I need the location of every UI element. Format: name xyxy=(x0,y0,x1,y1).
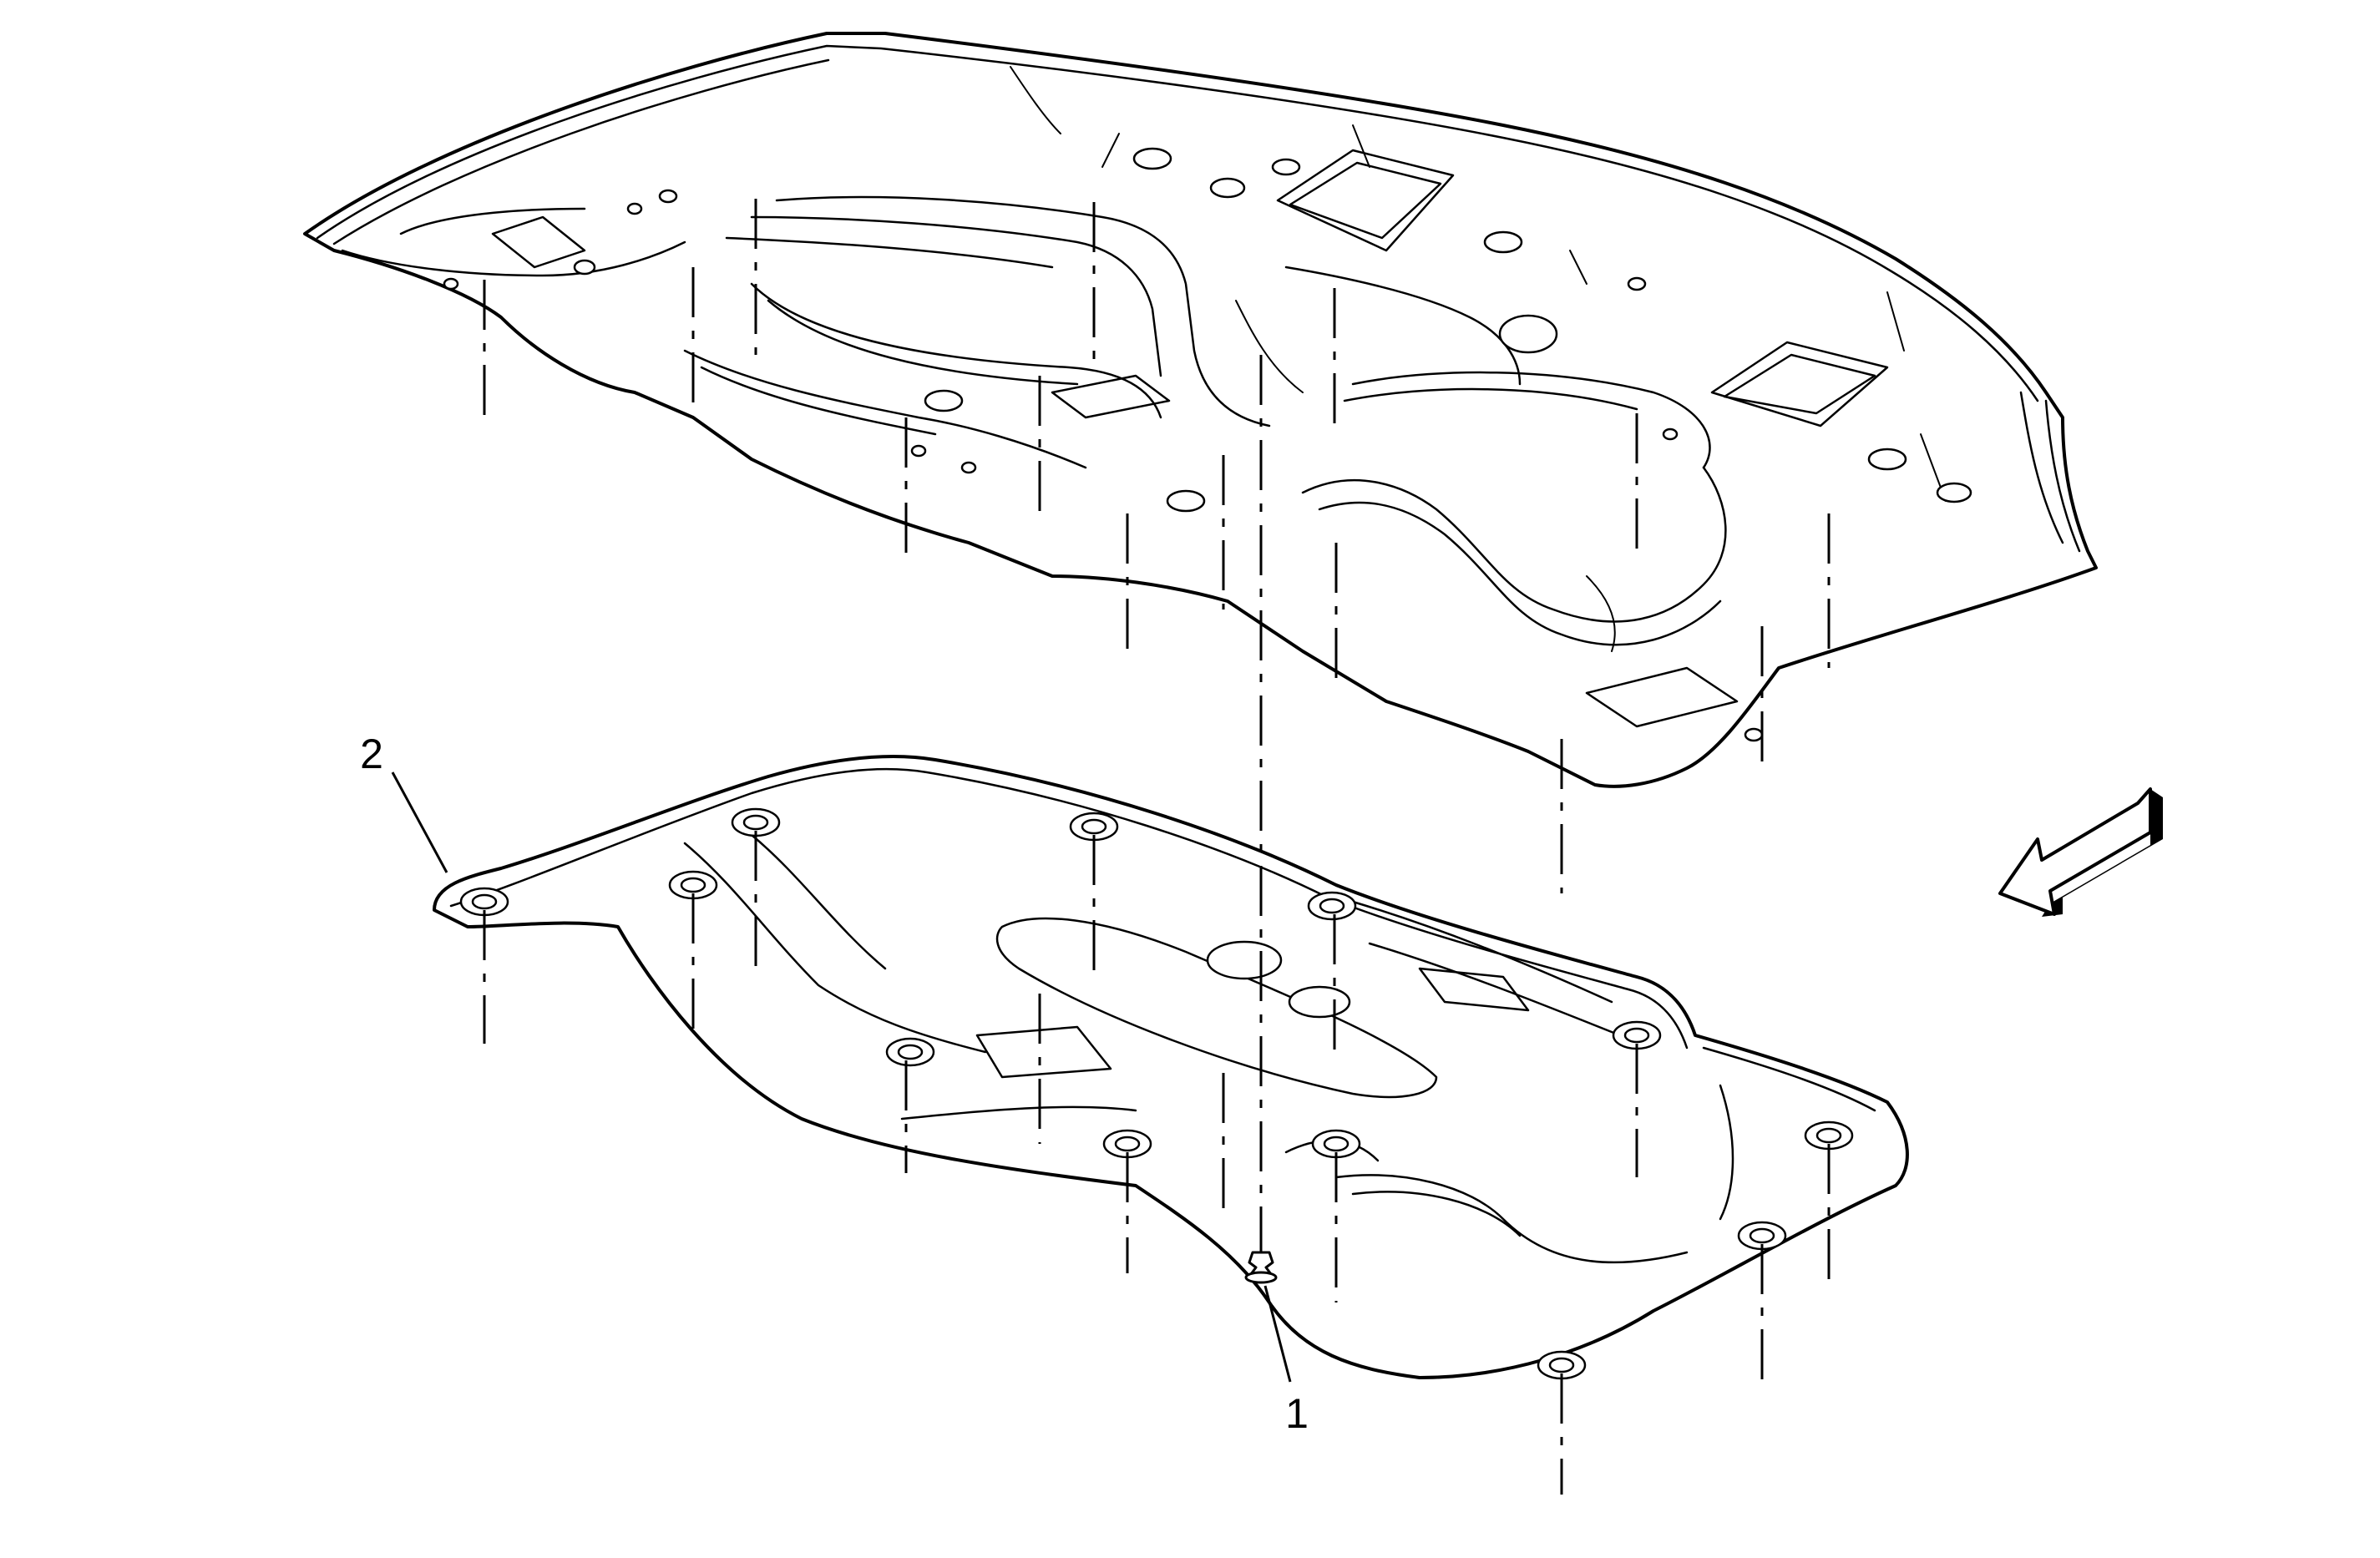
push-pin-fastener xyxy=(1244,1236,1278,1284)
mounting-boss xyxy=(885,1037,935,1067)
mounting-boss xyxy=(1307,891,1357,921)
mounting-boss xyxy=(1069,812,1119,842)
callout-2: 2 xyxy=(360,731,448,873)
mounting-boss xyxy=(1102,1129,1152,1159)
mounting-boss xyxy=(1804,1120,1854,1151)
underbody-shield xyxy=(433,755,1909,1380)
mounting-boss xyxy=(1311,1129,1361,1159)
underbody-panel xyxy=(303,32,2098,788)
mounting-boss xyxy=(459,887,509,917)
view-direction-arrow-icon xyxy=(1998,787,2163,917)
callout-2-label: 2 xyxy=(360,731,383,777)
mounting-boss xyxy=(1537,1350,1587,1380)
callout-1: 1 xyxy=(1263,1285,1309,1437)
callout-2-leader xyxy=(391,771,448,873)
mounting-boss xyxy=(1612,1020,1662,1050)
alignment-centerlines xyxy=(483,199,1831,1495)
mounting-boss xyxy=(668,870,718,900)
callout-1-leader xyxy=(1263,1285,1292,1383)
mounting-boss xyxy=(731,807,781,837)
callout-1-label: 1 xyxy=(1285,1390,1309,1437)
mounting-boss xyxy=(1737,1221,1787,1251)
